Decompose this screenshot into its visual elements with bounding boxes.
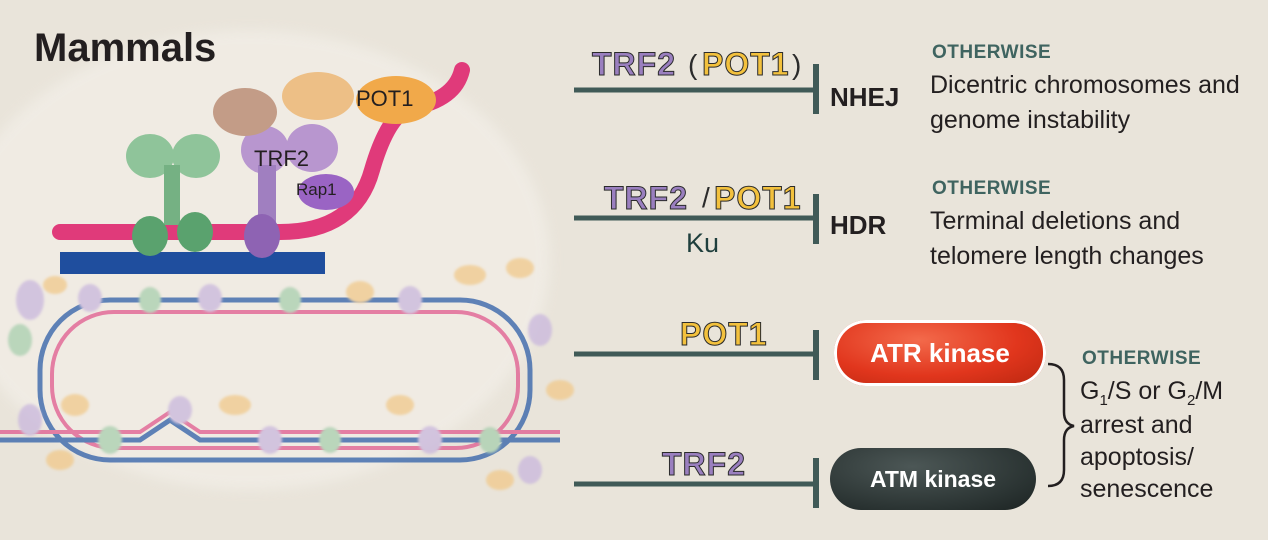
row2-target-hdr: HDR <box>830 210 887 240</box>
row3-inhibitor-pot1: POT1 <box>680 316 768 353</box>
green-protein-foot <box>132 216 168 256</box>
loop-protein <box>418 426 442 454</box>
trf1-dimer <box>126 134 220 256</box>
trf2-dimer <box>241 124 354 258</box>
outcome-brace <box>1047 362 1075 488</box>
row2-inhibition <box>574 194 819 244</box>
row1-inhibition <box>574 64 819 114</box>
loop-protein <box>518 456 542 484</box>
row1-inhibitor-trf2: TRF2 <box>592 46 676 83</box>
atr-kinase-label: ATR kinase <box>870 337 1010 368</box>
loop-protein <box>139 287 161 313</box>
row1-target-nhej: NHEJ <box>830 82 900 112</box>
shared-outcome-line4: senescence <box>1080 475 1214 503</box>
g1-subscript: 1 <box>1099 392 1108 409</box>
row2-inhibitor-ku: Ku <box>686 228 720 258</box>
shared-outcome-line3: apoptosis/ <box>1080 443 1194 471</box>
row2-consequence: Terminal deletions and telomere length c… <box>930 207 1204 270</box>
telomere-illustration <box>0 30 574 490</box>
label-rap1: Rap1 <box>296 180 337 199</box>
shared-outcome-line2: arrest and <box>1080 411 1193 439</box>
m-phase: /M <box>1195 377 1224 405</box>
row1-paren-open: ( <box>688 49 698 80</box>
label-trf2: TRF2 <box>254 146 309 171</box>
atm-kinase-pill: ATM kinase <box>830 448 1036 510</box>
loop-protein <box>386 395 414 415</box>
trf2-protein-body <box>241 126 289 174</box>
row2-inhibitor-pot1: POT1 <box>714 180 802 217</box>
pot1-protein <box>356 76 436 124</box>
loop-protein <box>258 426 282 454</box>
loop-protein <box>528 314 552 346</box>
loop-protein <box>219 395 251 415</box>
loop-protein <box>43 276 67 294</box>
loop-protein <box>486 470 514 490</box>
trf2-protein-body <box>286 124 338 172</box>
row4-inhibitor-trf2: TRF2 <box>662 446 746 483</box>
loop-protein <box>61 394 89 416</box>
loop-protein <box>479 427 501 453</box>
green-protein-body <box>172 134 220 178</box>
loop-protein <box>78 284 102 312</box>
green-protein-foot <box>177 212 213 252</box>
loop-protein <box>168 396 192 424</box>
g-strand-overhang <box>52 62 470 240</box>
label-pot1: POT1 <box>356 86 414 111</box>
loop-protein <box>546 380 574 400</box>
trf2-protein-stalk <box>258 165 276 225</box>
green-protein-stalk <box>164 165 180 225</box>
loop-protein <box>506 258 534 278</box>
loop-protein <box>454 265 486 285</box>
row2-separator: / <box>702 182 710 213</box>
tpp1-protein <box>213 88 277 136</box>
row3-inhibition <box>574 330 819 380</box>
row1-otherwise: OTHERWISE <box>932 42 1052 63</box>
loop-protein <box>398 286 422 314</box>
green-protein-body <box>126 134 174 178</box>
tin2-protein <box>282 72 354 120</box>
loop-protein <box>279 287 301 313</box>
loop-protein <box>46 450 74 470</box>
t-loop <box>0 258 574 490</box>
page-title: Mammals <box>34 26 217 70</box>
atr-kinase-pill: ATR kinase <box>834 320 1046 386</box>
loop-protein <box>319 427 341 453</box>
shared-otherwise: OTHERWISE <box>1082 348 1202 369</box>
g2-subscript: 2 <box>1186 392 1196 409</box>
loop-protein <box>98 426 122 454</box>
row2-otherwise: OTHERWISE <box>932 178 1052 199</box>
s-or-g: /S or G <box>1107 377 1187 405</box>
atm-kinase-label: ATM kinase <box>869 465 997 492</box>
row4-inhibition <box>574 458 819 508</box>
shared-outcome-line1: G1/S or G2/M <box>1080 374 1260 418</box>
loop-protein <box>8 324 32 356</box>
row1-consequence: Dicentric chromosomes and genome instabi… <box>930 71 1240 134</box>
loop-protein <box>18 404 42 436</box>
row2-inhibitor-trf2: TRF2 <box>604 180 688 217</box>
rap1-protein <box>298 174 354 210</box>
g1-letter: G <box>1080 377 1100 405</box>
t-loop-inner-strand <box>50 310 520 450</box>
loop-protein <box>16 280 44 320</box>
loop-bound-proteins <box>8 258 574 490</box>
row1-paren-close: ) <box>792 49 802 80</box>
trf2-protein-foot <box>244 214 280 258</box>
loop-protein <box>346 281 374 303</box>
row1-inhibitor-pot1: POT1 <box>702 46 790 83</box>
loop-protein <box>198 284 222 312</box>
